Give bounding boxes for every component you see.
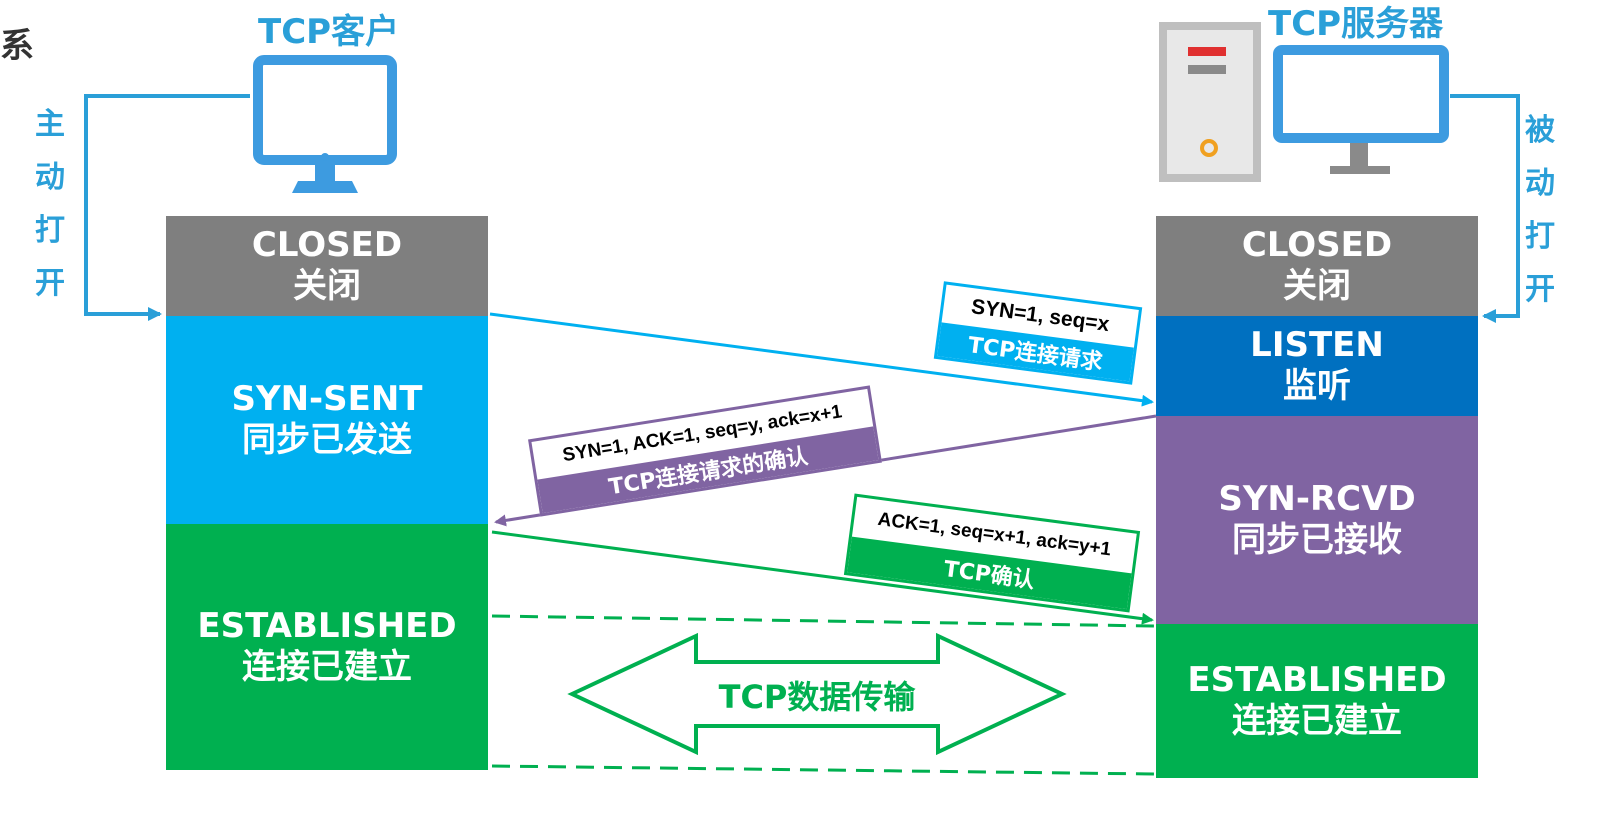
client-monitor-icon bbox=[253, 55, 397, 193]
established-dashed-bottom bbox=[491, 764, 1155, 776]
partial-title: 系 bbox=[0, 26, 34, 66]
server-monitor-icon bbox=[1273, 45, 1449, 174]
client-state-closed: CLOSED 关闭 bbox=[166, 216, 488, 316]
active-open-connector bbox=[84, 94, 250, 321]
state-name-zh: 连接已建立 bbox=[242, 647, 412, 687]
ack-arrow bbox=[491, 530, 1154, 625]
state-name: CLOSED bbox=[1241, 225, 1393, 266]
established-dashed-top bbox=[491, 614, 1155, 628]
state-name-zh: 关闭 bbox=[1283, 266, 1351, 306]
passive-open-char: 开 bbox=[1525, 272, 1555, 307]
state-name-zh: 连接已建立 bbox=[1232, 701, 1402, 741]
client-title: TCP客户 bbox=[258, 12, 400, 52]
server-state-closed: CLOSED 关闭 bbox=[1156, 216, 1478, 316]
state-name: CLOSED bbox=[251, 225, 403, 266]
server-tower-icon bbox=[1159, 22, 1261, 182]
server-state-syn-rcvd: SYN-RCVD 同步已接收 bbox=[1156, 416, 1478, 624]
data-transfer-arrow bbox=[567, 632, 1067, 756]
active-open-char: 开 bbox=[35, 266, 65, 301]
passive-open-connector bbox=[1450, 94, 1520, 323]
client-state-syn-sent: SYN-SENT 同步已发送 bbox=[166, 316, 488, 524]
server-state-listen: LISTEN 监听 bbox=[1156, 316, 1478, 416]
server-title: TCP服务器 bbox=[1268, 4, 1444, 44]
active-open-char: 主 bbox=[35, 107, 65, 142]
state-name-zh: 关闭 bbox=[293, 266, 361, 306]
passive-open-char: 动 bbox=[1525, 166, 1555, 201]
state-name-zh: 监听 bbox=[1283, 366, 1351, 406]
state-name: SYN-SENT bbox=[231, 379, 423, 420]
state-name: ESTABLISHED bbox=[1187, 660, 1447, 701]
state-name-zh: 同步已发送 bbox=[242, 420, 412, 460]
passive-open-label: 被 动 打 开 bbox=[1520, 104, 1560, 316]
server-state-established: ESTABLISHED 连接已建立 bbox=[1156, 624, 1478, 778]
passive-open-char: 被 bbox=[1525, 113, 1555, 148]
state-name: LISTEN bbox=[1250, 325, 1384, 366]
state-name-zh: 同步已接收 bbox=[1232, 520, 1402, 560]
active-open-label: 主 动 打 开 bbox=[30, 98, 70, 310]
passive-open-char: 打 bbox=[1525, 219, 1555, 254]
syn-arrow bbox=[489, 312, 1154, 407]
state-name: SYN-RCVD bbox=[1218, 479, 1416, 520]
active-open-char: 打 bbox=[35, 213, 65, 248]
data-transfer-label: TCP数据传输 bbox=[718, 678, 916, 716]
active-open-char: 动 bbox=[35, 160, 65, 195]
client-state-established: ESTABLISHED 连接已建立 bbox=[166, 524, 488, 770]
state-name: ESTABLISHED bbox=[197, 606, 457, 647]
